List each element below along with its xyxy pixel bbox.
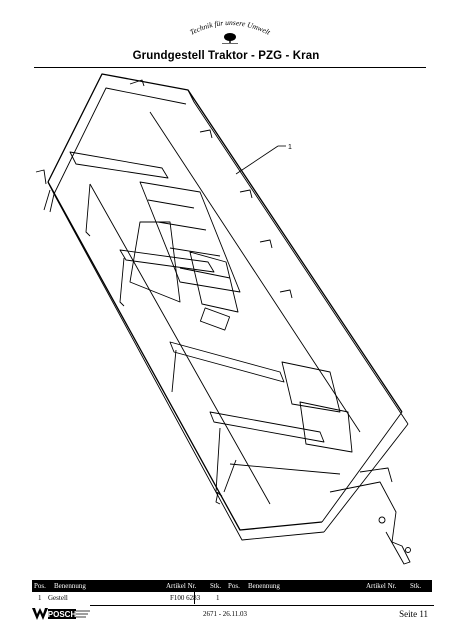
callout-leader <box>235 145 279 175</box>
col-article-2: Artikel Nr. <box>366 582 397 590</box>
logo-text: POSCH <box>48 610 77 619</box>
frame-isometric-drawing: 1 <box>35 73 411 565</box>
table-divider <box>194 592 195 604</box>
document-reference: 2671 - 26.11.03 <box>202 610 248 618</box>
row-pos: 1 <box>38 594 42 602</box>
posch-logo-icon: POSCH <box>32 608 90 620</box>
page-number: Seite 11 <box>399 609 428 619</box>
callout-label: 1 <box>288 144 292 151</box>
row-name: Gestell <box>48 594 68 602</box>
col-pos: Pos. <box>34 582 46 590</box>
company-logo: POSCH <box>32 607 92 621</box>
footer-rule <box>90 605 434 606</box>
col-qty: Stk. <box>210 582 222 590</box>
tagline-emblem: Technik für unsere Umwelt <box>188 18 273 44</box>
header-rule <box>34 67 426 68</box>
company-tagline: Technik für unsere Umwelt <box>180 14 280 48</box>
col-name-2: Benennung <box>248 582 280 590</box>
col-qty-2: Stk. <box>410 582 422 590</box>
row-qty: 1 <box>216 594 220 602</box>
col-pos-2: Pos. <box>228 582 240 590</box>
col-name: Benennung <box>54 582 86 590</box>
tree-icon <box>222 33 238 44</box>
table-row: 1 Gestell F100 6283 1 <box>32 592 432 604</box>
page-title: Grundgestell Traktor - PZG - Kran <box>132 50 320 62</box>
frame-drawing: 1 <box>30 72 430 572</box>
col-article: Artikel Nr. <box>166 582 197 590</box>
parts-table-header: Pos. Benennung Artikel Nr. Stk. Pos. Ben… <box>32 580 432 592</box>
row-article: F100 6283 <box>170 594 201 602</box>
